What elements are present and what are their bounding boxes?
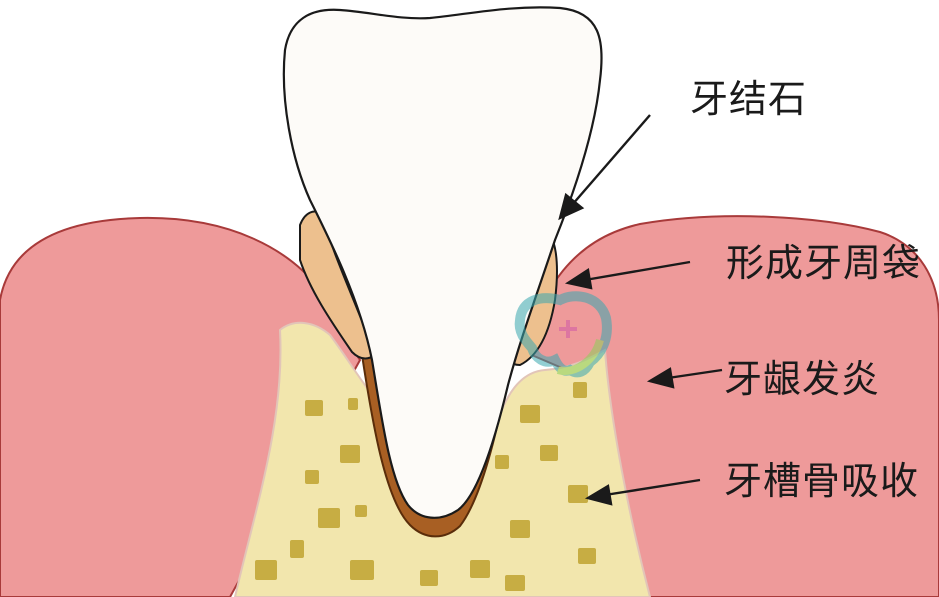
arrow-gingivitis (667, 368, 723, 380)
bone-speckles (255, 382, 596, 591)
label-bone-resorption: 牙槽骨吸收 (724, 459, 920, 503)
callout-arrows (558, 114, 723, 506)
tooth-logo-icon (514, 291, 612, 378)
label-gingivitis: 牙龈发炎 (724, 357, 881, 401)
label-calculus: 牙结石 (690, 77, 808, 121)
arrow-pocket (584, 260, 691, 282)
arrow-calculus (571, 114, 651, 206)
arrow-bone (604, 478, 701, 497)
label-periodontal-pocket: 形成牙周袋 (726, 241, 922, 285)
